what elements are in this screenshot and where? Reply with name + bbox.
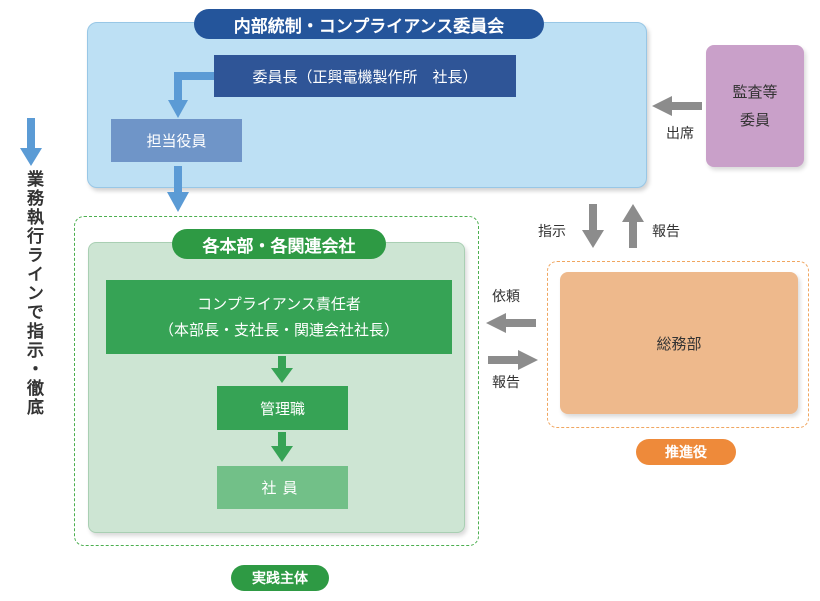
practice-role-badge: 実践主体: [231, 565, 329, 591]
promotion-group-outline: [547, 261, 809, 428]
attend-arrow: [652, 96, 702, 116]
report-up-arrow: [622, 204, 644, 248]
committee-to-departments-arrow: [167, 166, 189, 212]
manager-to-employee-arrow: [271, 432, 293, 462]
manager-box: 管理職: [217, 386, 348, 430]
compliance-officer-title: コンプライアンス責任者: [197, 295, 361, 313]
resp-to-manager-arrow: [271, 356, 293, 383]
report-up-label: 報告: [652, 224, 680, 240]
request-label: 依頼: [492, 289, 520, 305]
compliance-officer-roles: （本部長・支社長・関連会社社長）: [158, 321, 399, 339]
audit-line1: 監査等: [732, 83, 778, 101]
attend-label: 出席: [666, 126, 694, 142]
committee-title: 内部統制・コンプライアンス委員会: [194, 9, 544, 39]
report-right-label: 報告: [492, 375, 520, 391]
report-right-arrow: [488, 350, 538, 370]
compliance-officer-box: コンプライアンス責任者 （本部長・支社長・関連会社社長）: [106, 280, 452, 354]
execution-line-label: 業務執行ラインで指示・徹底: [23, 170, 43, 417]
audit-committee-box: 監査等 委員: [706, 45, 804, 167]
execution-line-arrow: [20, 118, 42, 166]
instruct-arrow: [582, 204, 604, 248]
practice-group-outline: [74, 216, 479, 546]
officer-box: 担当役員: [111, 119, 242, 162]
instruct-label: 指示: [538, 224, 566, 240]
departments-title: 各本部・各関連会社: [172, 229, 386, 259]
chair-to-officer-arrow: [168, 72, 214, 118]
promotion-role-badge: 推進役: [636, 439, 736, 465]
general-affairs-box: 総務部: [560, 272, 798, 414]
audit-line2: 委員: [739, 111, 770, 129]
request-arrow: [486, 313, 536, 333]
employee-box: 社員: [217, 466, 348, 509]
chair-box: 委員長（正興電機製作所 社長）: [214, 55, 516, 97]
